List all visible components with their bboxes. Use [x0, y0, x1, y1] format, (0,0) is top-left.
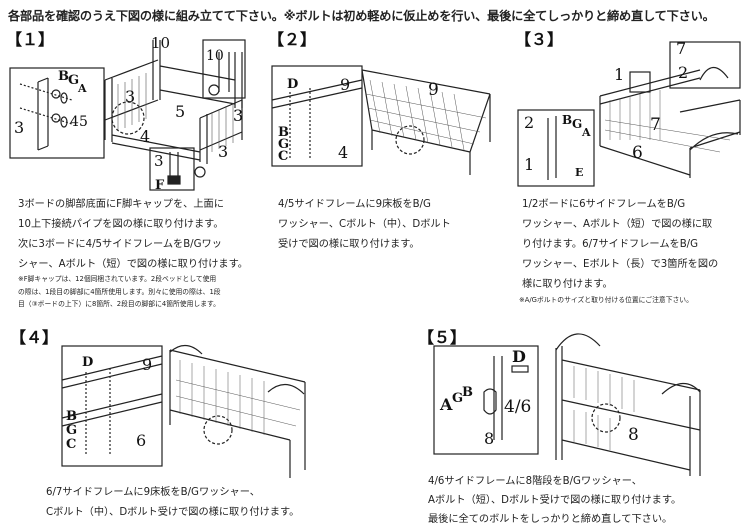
- step-2-slats: [365, 79, 487, 151]
- step-2-callout-bed-plate: 9: [428, 80, 439, 100]
- step-3-callout-inset-2: 2: [678, 63, 688, 82]
- step-5-line: 4/6サイドフレームに8階段をB/Gワッシャー、: [428, 476, 642, 487]
- step-1-callout-inset-left: 3: [14, 118, 24, 137]
- step-3-slats: [604, 90, 731, 153]
- step-3-callout-inset-7: 7: [676, 39, 686, 58]
- step-4-slats: [175, 360, 301, 435]
- step-5-callout-frame: 4/6: [504, 397, 531, 417]
- step-1-callout-washer-b: B: [58, 69, 69, 84]
- step-4-callout-nut-d: D: [82, 355, 93, 370]
- step-1-callout-washer-g: G: [68, 73, 79, 88]
- step-2-line: ワッシャー、Cボルト（中）、Dボルト: [278, 219, 451, 230]
- step-3-line: 様に取り付けます。: [522, 279, 613, 290]
- step-4-description: 6/7サイドフレームに9床板をB/Gワッシャー、 Cボルト（中）、Dボルト受けで…: [46, 483, 299, 523]
- step-5-callout-washer-b: B: [462, 385, 473, 400]
- step-1-notes: ※F脚キャップは、12個同梱されています。2段ベッドとして使用 の際は、1段目の…: [18, 273, 221, 311]
- step-3-callout-inset-1: 1: [524, 155, 534, 174]
- step-1-label: 【１】: [6, 30, 55, 49]
- step-1-callout-frame-front: 4: [140, 127, 150, 146]
- step-3-callout-frame-6: 6: [632, 143, 643, 163]
- step-3-callout-frame-7: 7: [650, 115, 661, 135]
- step-1-line: 3ボードの脚部底面にF脚キャップを、上面に: [18, 199, 224, 210]
- step-3-callout-washer-b: B: [562, 113, 572, 127]
- step-3-line: ワッシャー、Eボルト（長）で3箇所を図の: [522, 259, 719, 270]
- step-5-description: 4/6サイドフレームに8階段をB/Gワッシャー、 Aボルト（短）、Dボルト受けで…: [428, 472, 681, 529]
- step-1-callout-inset-4: 4: [70, 114, 79, 130]
- step-1-callout-board-mid: 3: [233, 106, 243, 125]
- step-3-line: り付けます。6/7サイドフレームをB/G: [522, 239, 699, 250]
- step-1-callout-inset-top: 10: [206, 48, 224, 64]
- step-1-note: 目（③ボードの上下）に8箇所、2段目の脚部に4箇所使用します。: [18, 300, 220, 308]
- step-4-callout-bolt-c: C: [66, 437, 76, 452]
- step-5-label: 【５】: [418, 328, 467, 347]
- step-4-callout-inset-frame: 6: [136, 431, 146, 450]
- step-1-callout-cap: F: [155, 178, 165, 193]
- step-3-description: 1/2ボードに6サイドフレームをB/G ワッシャー、Aボルト（短）で図の様に取 …: [522, 195, 718, 295]
- step-5-line: Aボルト（短）、Dボルト受けで図の様に取り付けます。: [428, 495, 682, 506]
- step-1-callout-frame-long: 5: [175, 102, 185, 121]
- step-1-description: 3ボードの脚部底面にF脚キャップを、上面に 10上下接続パイプを図の様に取り付け…: [18, 195, 248, 275]
- step-3-callout-board-2: 2: [524, 113, 534, 132]
- step-1-note: ※F脚キャップは、12個同梱されています。2段ベッドとして使用: [18, 275, 217, 283]
- step-5-slats: [573, 366, 635, 450]
- step-2-line: 4/5サイドフレームに9床板をB/G: [278, 199, 431, 210]
- step-1-line: シャー、Aボルト（短）で図の様に取り付けます。: [18, 259, 248, 270]
- step-1-callout-inset-5: 5: [79, 114, 88, 130]
- step-1-slats: [117, 73, 234, 152]
- step-1-callout-board-right: 3: [218, 142, 228, 161]
- step-2-callout-washer-g: G: [278, 137, 289, 152]
- step-3-label: 【３】: [515, 30, 564, 49]
- step-4-callout-washer-g: G: [66, 423, 77, 438]
- step-2-label: 【２】: [268, 30, 317, 49]
- step-1-callout-board-left: 3: [125, 87, 135, 106]
- step-1-callout-board-bottom: 3: [154, 152, 164, 170]
- step-3-callout-washer-g: G: [572, 117, 582, 131]
- step-1-note: の際は、1段目の脚部に4箇所使用します。別々に使用の際は、1段: [18, 287, 221, 296]
- step-5-callout-nut-d: D: [512, 347, 526, 366]
- step-5-callout-ladder: 8: [484, 429, 494, 448]
- step-2-description: 4/5サイドフレームに9床板をB/G ワッシャー、Cボルト（中）、Dボルト 受け…: [278, 195, 451, 255]
- step-1-callout-top-post: 10: [151, 34, 170, 52]
- step-1-callout-bolt-a: A: [77, 82, 87, 95]
- step-1-line: 10上下接続パイプを図の様に取り付けます。: [18, 219, 224, 230]
- step-4-line: 6/7サイドフレームに9床板をB/Gワッシャー、: [46, 487, 260, 498]
- step-3-line: 1/2ボードに6サイドフレームをB/G: [522, 199, 686, 210]
- step-3-callout-bolt-a: A: [581, 126, 591, 139]
- step-2-callout-inset-frame: 4: [338, 143, 348, 162]
- step-3-note: ※A/Gボルトのサイズと取り付ける位置にご注意下さい。: [519, 296, 693, 304]
- step-5-callout-washer-g: G: [452, 391, 463, 406]
- step-3-notes: ※A/Gボルトのサイズと取り付ける位置にご注意下さい。: [519, 294, 693, 307]
- step-4-label: 【４】: [10, 328, 59, 347]
- step-4-callout-washer-b: B: [66, 409, 77, 424]
- step-4-callout-inset-plate: 9: [142, 355, 152, 374]
- step-5-callout-ladder-main: 8: [628, 425, 639, 445]
- step-2-callout-bolt-c: C: [278, 149, 288, 164]
- step-3-callout-board-1: 1: [614, 65, 624, 84]
- step-2-line: 受けで図の様に取り付けます。: [278, 239, 420, 250]
- instruction-header: 各部品を確認のうえ下図の様に組み立てて下さい。※ボルトは初め軽めに仮止めを行い、…: [8, 9, 715, 23]
- step-4-line: Cボルト（中）、Dボルト受けで図の様に取り付けます。: [46, 507, 300, 518]
- step-2-callout-inset-plate: 9: [340, 75, 350, 94]
- step-3-callout-bolt-e: E: [575, 166, 583, 179]
- step-5-callout-bolt-a: A: [439, 395, 453, 414]
- step-2-callout-washer-b: B: [278, 125, 289, 140]
- step-2-callout-nut-d: D: [287, 77, 298, 92]
- step-3-line: ワッシャー、Aボルト（短）で図の様に取: [522, 219, 713, 230]
- step-1-line: 次に3ボードに4/5サイドフレームをB/Gワッ: [18, 239, 222, 250]
- step-5-line: 最後に全てのボルトをしっかりと締め直して下さい。: [428, 514, 673, 525]
